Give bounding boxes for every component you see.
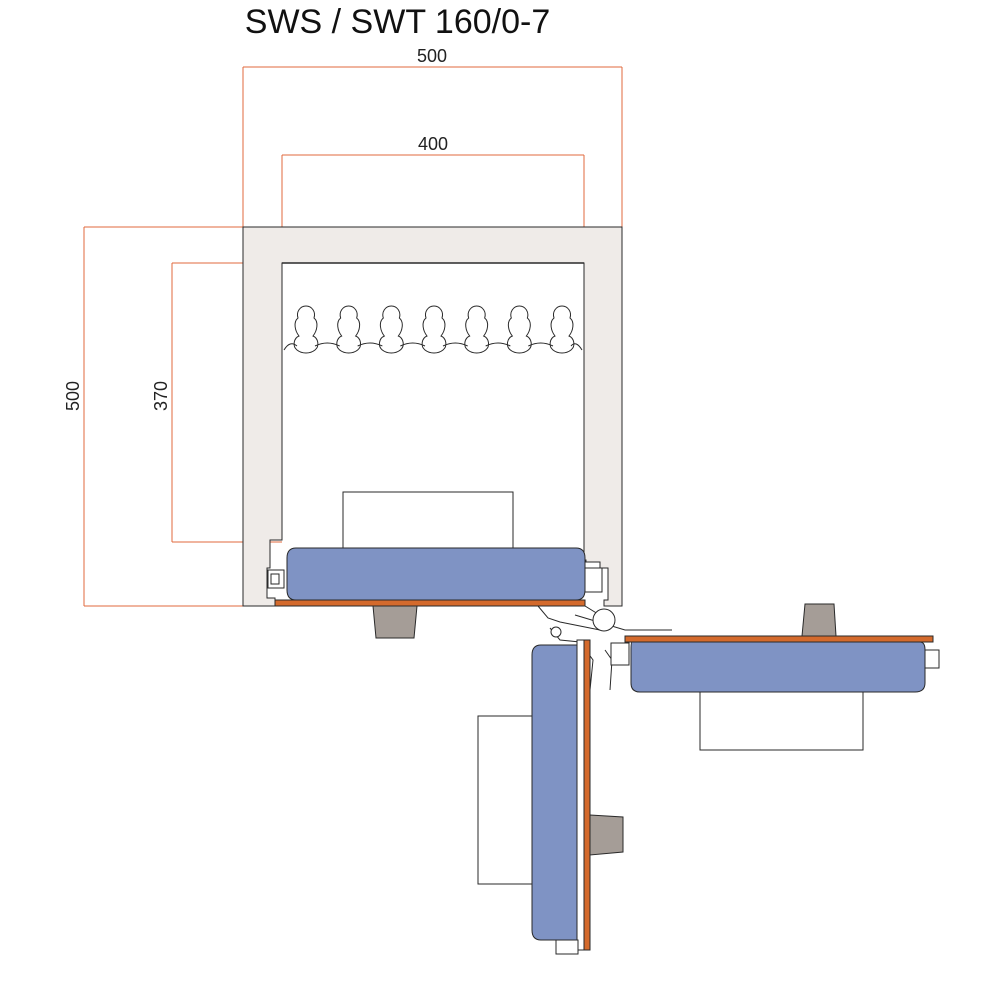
hanger-holder [549, 305, 575, 354]
drawer-handle-box-down [477, 715, 537, 885]
handle-open-right [801, 603, 837, 637]
hanger-rail [283, 305, 583, 354]
hanger-holder [506, 305, 532, 354]
right-knob [924, 649, 940, 669]
dim-label-outer-height: 500 [63, 381, 83, 411]
drawer-body-open-right [630, 641, 926, 693]
drawer-handle-box [342, 491, 514, 553]
hanger-rail-line [283, 342, 583, 351]
drawing-title: SWS / SWT 160/0-7 [244, 3, 551, 41]
handle-open-down [589, 814, 624, 856]
hanger-holder [293, 305, 319, 354]
front-panel-open-right [624, 635, 934, 643]
hinge-mechanism [537, 605, 672, 691]
drawer-body-open-down [531, 644, 581, 941]
panel-backing-down [576, 639, 585, 951]
drawer-open-right [624, 603, 940, 751]
drawer-body-closed [286, 547, 586, 601]
hanger-holder [336, 305, 362, 354]
left-hinge-pin [270, 573, 280, 585]
drawer-closed [267, 491, 603, 639]
front-panel-open-down [583, 639, 591, 951]
hinge-arm-mid [537, 605, 601, 631]
right-hinge-block [584, 567, 603, 593]
front-panel-closed [274, 599, 586, 607]
hanger-holder [421, 305, 447, 354]
dim-label-inner-width: 400 [418, 134, 448, 154]
dim-label-outer-width: 500 [417, 46, 447, 66]
dim-label-inner-height: 370 [151, 381, 171, 411]
hinge-arm-right [574, 614, 672, 631]
handle-closed [372, 605, 418, 639]
drawer-open-down [477, 639, 624, 955]
hanger-holder [464, 305, 490, 354]
hinge-pivot-small [550, 626, 562, 638]
hinge-arm-top [538, 605, 599, 615]
hinge-pivot-circle [592, 608, 616, 632]
hinge-bracket [610, 642, 630, 666]
hanger-holder [378, 305, 404, 354]
bottom-knob [555, 939, 579, 955]
drawer-handle-box-right [699, 687, 864, 751]
